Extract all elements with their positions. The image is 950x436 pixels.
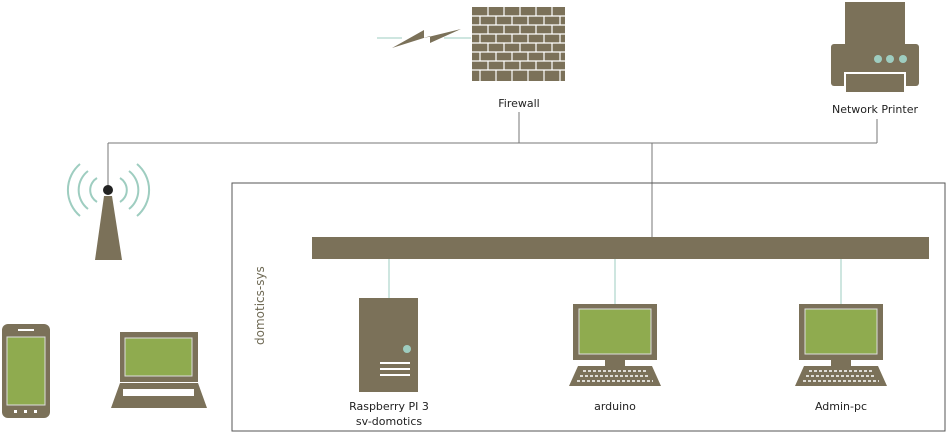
antenna-icon	[66, 163, 151, 260]
domotics-sys-zone	[231, 182, 946, 432]
server-icon	[359, 298, 418, 392]
printer-icon	[831, 2, 919, 94]
admin-pc-label: Admin-pc	[815, 400, 867, 413]
device-links	[388, 259, 842, 304]
raspberry-label-line2: sv-domotics	[356, 415, 422, 428]
lightning-icon	[377, 29, 471, 48]
printer-label: Network Printer	[832, 103, 918, 116]
desktop-icon	[795, 304, 887, 386]
firewall-icon	[472, 7, 565, 81]
firewall-label: Firewall	[498, 97, 539, 110]
connection-lines	[107, 112, 878, 237]
desktop-icon	[569, 304, 661, 386]
network-switch	[312, 237, 929, 259]
zone-label: domotics-sys	[253, 266, 267, 345]
laptop-icon	[111, 332, 207, 408]
smartphone-icon	[2, 324, 50, 418]
arduino-label: arduino	[594, 400, 636, 413]
raspberry-label-line1: Raspberry PI 3	[349, 400, 429, 413]
